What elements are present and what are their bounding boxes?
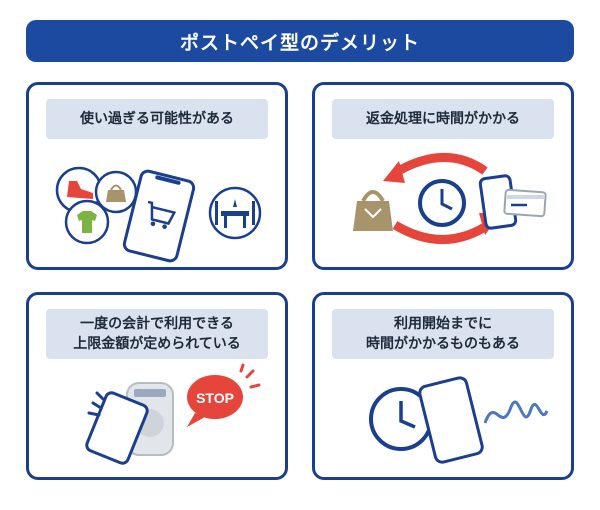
- card-overspending: 使い過ぎる可能性がある: [26, 82, 288, 270]
- restaurant-bubble-icon: [208, 186, 262, 240]
- phone-card-icon: [478, 174, 547, 230]
- card-payment-limit: 一度の会計で利用できる 上限金額が定められている STOP: [26, 292, 288, 480]
- card-label-line: 上限金額が定められている: [73, 336, 241, 352]
- motion-lines-icon: [87, 391, 105, 417]
- handbag-icon: [353, 190, 393, 231]
- phone-cart-icon: [122, 169, 196, 263]
- limit-illustration: STOP: [85, 363, 261, 465]
- card-label: 使い過ぎる可能性がある: [46, 99, 268, 139]
- activation-illustration: [369, 376, 549, 464]
- phone-icon: [85, 391, 149, 465]
- clock-icon: [418, 179, 466, 227]
- card-label: 利用開始までに 時間がかかるものもある: [332, 309, 554, 359]
- stop-text: STOP: [196, 390, 234, 406]
- card-label-line: 利用開始までに: [394, 316, 492, 332]
- card-refund-delay: 返金処理に時間がかかる: [312, 82, 574, 270]
- page-title: ポストペイ型のデメリット: [26, 20, 574, 62]
- card-label-line: 時間がかかるものもある: [366, 336, 520, 352]
- tshirt-bubble-icon: [64, 199, 110, 245]
- card-label-line: 返金処理に時間がかかる: [366, 111, 520, 127]
- card-activation-time: 利用開始までに 時間がかかるものもある: [312, 292, 574, 480]
- refund-illustration: [353, 153, 547, 244]
- phone-icon: [418, 376, 484, 464]
- card-label-line: 使い過ぎる可能性がある: [80, 111, 234, 127]
- stop-sign-icon: STOP: [187, 375, 243, 427]
- card-label-line: 一度の会計で利用できる: [80, 316, 234, 332]
- squiggle-icon: [483, 400, 549, 424]
- overspending-illustration: [55, 166, 262, 263]
- card-label: 一度の会計で利用できる 上限金額が定められている: [46, 309, 268, 359]
- card-label: 返金処理に時間がかかる: [332, 99, 554, 139]
- alert-lines-icon: [239, 363, 261, 389]
